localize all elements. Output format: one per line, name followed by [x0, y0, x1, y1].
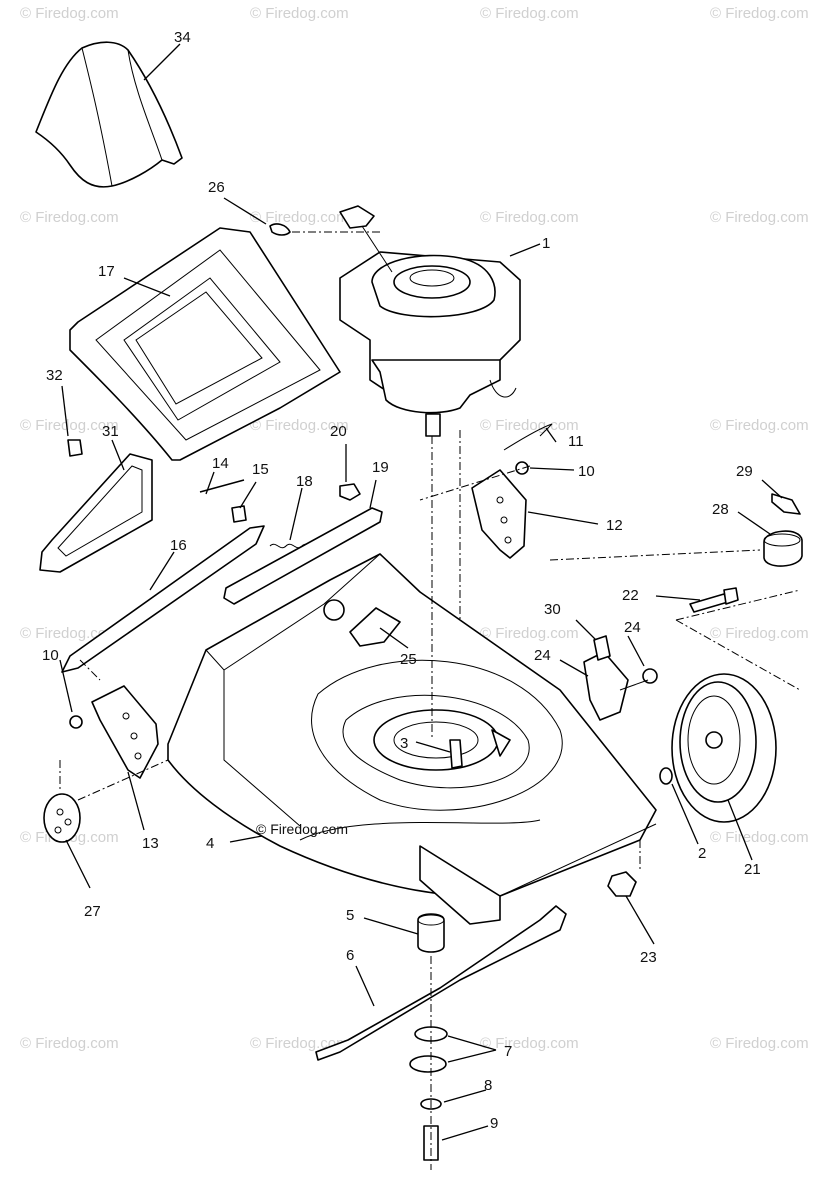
watermark: © Firedog.com — [250, 209, 349, 226]
watermark: © Firedog.com — [250, 5, 349, 22]
watermark: © Firedog.com — [250, 1035, 349, 1052]
callout-25: 25 — [400, 651, 417, 668]
watermark: © Firedog.com — [20, 625, 119, 642]
watermark: © Firedog.com — [710, 625, 809, 642]
callout-29: 29 — [736, 463, 753, 480]
callout-6: 6 — [346, 947, 354, 964]
callout-26: 26 — [208, 179, 225, 196]
watermark: © Firedog.com — [20, 209, 119, 226]
callout-11: 11 — [568, 433, 584, 450]
callout-16: 16 — [170, 537, 187, 554]
callout-7: 7 — [504, 1043, 512, 1060]
mower-blade — [315, 905, 567, 1061]
callout-21: 21 — [744, 861, 761, 878]
callout-2: 2 — [698, 845, 706, 862]
screw-part — [231, 505, 247, 523]
callout-1: 1 — [542, 235, 550, 252]
nut-part — [69, 715, 83, 729]
watermark: © Firedog.com — [710, 829, 809, 846]
inline-watermark: © Firedog.com — [256, 821, 348, 837]
height-adjuster-lever — [583, 635, 658, 721]
watermark: © Firedog.com — [480, 209, 579, 226]
watermark: © Firedog.com — [480, 417, 579, 434]
rear-flap-cover — [69, 227, 341, 461]
height-adjuster-bracket-left — [91, 685, 159, 779]
watermark: © Firedog.com — [480, 5, 579, 22]
watermark: © Firedog.com — [20, 5, 119, 22]
screw-part — [67, 439, 83, 457]
callout-30: 30 — [544, 601, 561, 618]
callout-19: 19 — [372, 459, 389, 476]
callout-4: 4 — [206, 835, 214, 852]
watermark: © Firedog.com — [20, 417, 119, 434]
callout-20: 20 — [330, 423, 347, 440]
watermark: © Firedog.com — [710, 5, 809, 22]
wheel — [671, 673, 777, 823]
callout-28: 28 — [712, 501, 729, 518]
callout-8: 8 — [484, 1077, 492, 1094]
screw-part — [449, 739, 463, 769]
spring-wire — [503, 423, 553, 451]
callout-14: 14 — [212, 455, 229, 472]
watermark: © Firedog.com — [480, 1035, 579, 1052]
hub-cap — [43, 793, 81, 843]
callout-10: 10 — [42, 647, 59, 664]
height-adjuster-bracket-right — [471, 469, 527, 559]
watermark: © Firedog.com — [20, 1035, 119, 1052]
callout-13: 13 — [142, 835, 159, 852]
rear-baffle — [61, 525, 265, 673]
engine — [339, 205, 521, 437]
mower-deck — [167, 553, 657, 925]
watermark: © Firedog.com — [710, 1035, 809, 1052]
callout-labels: 34 26 1 17 32 31 14 15 18 20 19 16 11 10… — [42, 29, 761, 1132]
nut-part — [607, 871, 637, 897]
watermark: © Firedog.com — [250, 417, 349, 434]
watermark: © Firedog.com — [710, 417, 809, 434]
assembly-centerlines — [59, 231, 801, 1170]
clip-part — [269, 223, 291, 236]
hinge-bracket — [223, 507, 383, 605]
callout-34: 34 — [174, 29, 191, 46]
axle-clip — [771, 493, 801, 515]
nut-part — [339, 483, 361, 501]
axle-bushing — [763, 530, 803, 567]
callout-31: 31 — [102, 423, 119, 440]
hinge-rod — [199, 479, 245, 493]
callout-18: 18 — [296, 473, 313, 490]
washer-part — [659, 767, 673, 785]
nut-part — [515, 461, 529, 475]
discharge-door — [39, 453, 153, 573]
callout-22: 22 — [622, 587, 639, 604]
callout-23: 23 — [640, 949, 657, 966]
callout-3: 3 — [400, 735, 408, 752]
callout-12: 12 — [606, 517, 623, 534]
callout-10: 10 — [578, 463, 595, 480]
callout-27: 27 — [84, 903, 101, 920]
callout-17: 17 — [98, 263, 115, 280]
axle-bolt — [689, 587, 739, 613]
callout-24: 24 — [624, 619, 641, 636]
blade-adapter — [417, 913, 445, 953]
washer-part — [409, 1026, 448, 1073]
watermark: © Firedog.com — [710, 209, 809, 226]
callout-9: 9 — [490, 1115, 498, 1132]
callout-32: 32 — [46, 367, 63, 384]
leader-lines — [59, 43, 783, 1141]
callout-24: 24 — [534, 647, 551, 664]
callout-5: 5 — [346, 907, 354, 924]
watermark: © Firedog.com — [480, 625, 579, 642]
callout-15: 15 — [252, 461, 269, 478]
